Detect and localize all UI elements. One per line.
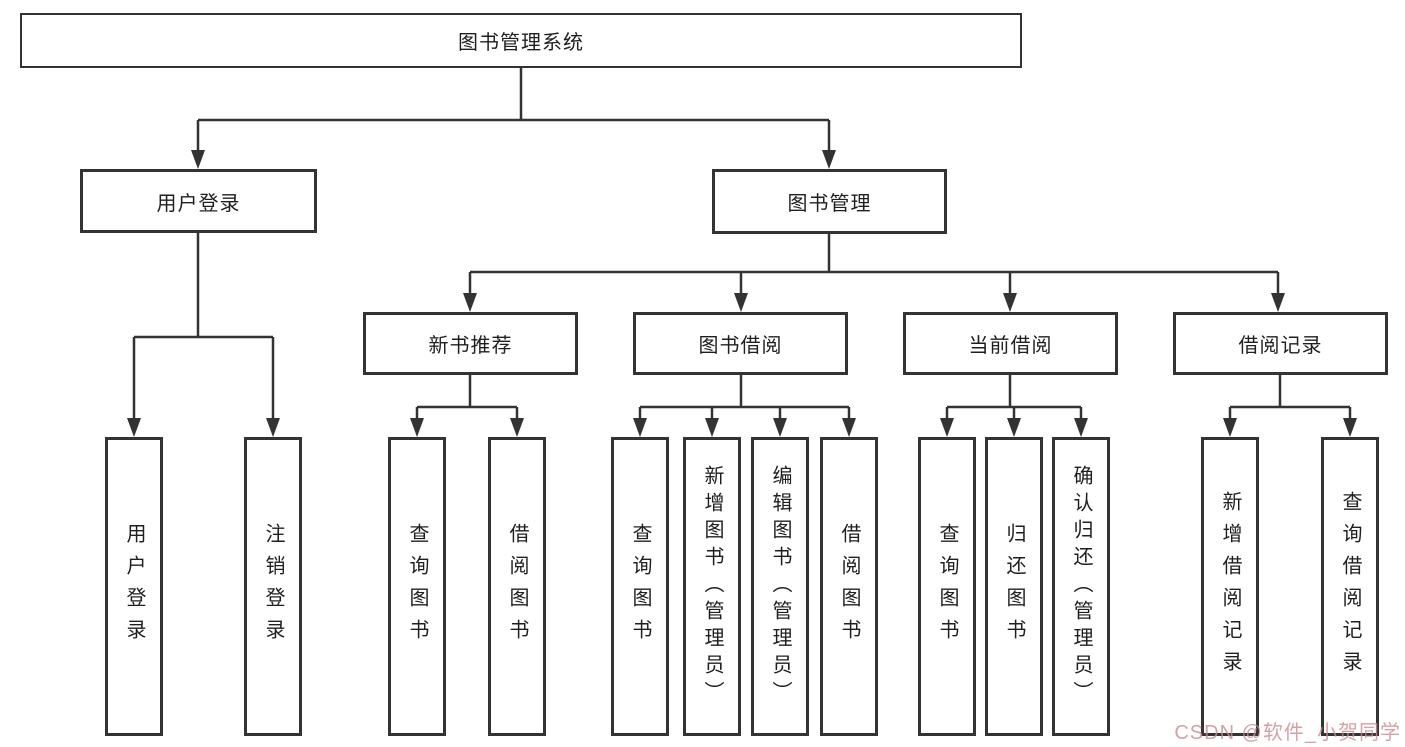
leaf-return-books: 归还图书 xyxy=(985,437,1043,736)
leaf-borrow-books-recommend-label: 借阅图书 xyxy=(506,522,528,651)
node-book-borrow-label: 图书借阅 xyxy=(698,335,783,357)
leaf-borrow-books: 借阅图书 xyxy=(820,437,878,736)
leaf-query-books-borrow-label: 查询图书 xyxy=(629,522,651,651)
node-user-login: 用户登录 xyxy=(80,169,317,233)
leaf-logout-label: 注销登录 xyxy=(262,522,284,651)
node-root-system: 图书管理系统 xyxy=(20,13,1022,68)
csdn-watermark: CSDN @软件_小贺同学 xyxy=(1174,722,1401,744)
leaf-query-borrow-record-label: 查询借阅记录 xyxy=(1339,490,1361,683)
node-root-label: 图书管理系统 xyxy=(458,32,584,54)
node-user-login-label: 用户登录 xyxy=(156,192,241,215)
connector-userlogin-to-leaves xyxy=(132,233,275,419)
leaf-add-books-admin: 新增图书（管理员） xyxy=(683,437,741,736)
node-book-management-label: 图书管理 xyxy=(787,193,872,215)
connector-borrow-to-leaves xyxy=(638,375,851,419)
leaf-user-login-label: 用户登录 xyxy=(123,522,145,651)
leaf-return-books-label: 归还图书 xyxy=(1003,522,1025,651)
leaf-user-login: 用户登录 xyxy=(105,437,163,736)
node-borrow-records: 借阅记录 xyxy=(1173,312,1388,375)
node-current-borrow: 当前借阅 xyxy=(903,312,1118,375)
leaf-confirm-return-admin: 确认归还（管理员） xyxy=(1052,437,1110,736)
leaf-query-books-recommend-label: 查询图书 xyxy=(406,522,428,651)
leaf-query-books-current: 查询图书 xyxy=(918,437,976,736)
connector-root-to-level1 xyxy=(196,68,831,151)
node-borrow-records-label: 借阅记录 xyxy=(1238,335,1323,357)
leaf-confirm-return-admin-label: 确认归还（管理员） xyxy=(1070,465,1092,708)
node-book-borrow: 图书借阅 xyxy=(633,312,848,375)
leaf-add-borrow-record: 新增借阅记录 xyxy=(1201,437,1259,736)
leaf-query-borrow-record: 查询借阅记录 xyxy=(1321,437,1379,736)
connector-records-to-leaves xyxy=(1228,375,1352,419)
leaf-logout: 注销登录 xyxy=(244,437,302,736)
node-new-book-recommend-label: 新书推荐 xyxy=(428,335,513,357)
leaf-borrow-books-recommend: 借阅图书 xyxy=(488,437,546,736)
leaf-query-books-current-label: 查询图书 xyxy=(936,522,958,651)
connector-current-to-leaves xyxy=(945,375,1083,419)
node-book-management: 图书管理 xyxy=(712,169,947,234)
leaf-borrow-books-label: 借阅图书 xyxy=(838,522,860,651)
leaf-edit-books-admin-label: 编辑图书（管理员） xyxy=(769,465,791,708)
node-new-book-recommend: 新书推荐 xyxy=(363,312,578,375)
leaf-query-books-recommend: 查询图书 xyxy=(388,437,446,736)
leaf-edit-books-admin: 编辑图书（管理员） xyxy=(751,437,809,736)
leaf-query-books-borrow: 查询图书 xyxy=(611,437,669,736)
leaf-add-borrow-record-label: 新增借阅记录 xyxy=(1219,490,1241,683)
leaf-add-books-admin-label: 新增图书（管理员） xyxy=(701,465,723,708)
connector-bookmgmt-to-level2 xyxy=(468,234,1280,294)
node-current-borrow-label: 当前借阅 xyxy=(968,335,1053,357)
arrowheads xyxy=(127,150,1357,437)
connector-recommend-to-leaves xyxy=(415,375,519,419)
